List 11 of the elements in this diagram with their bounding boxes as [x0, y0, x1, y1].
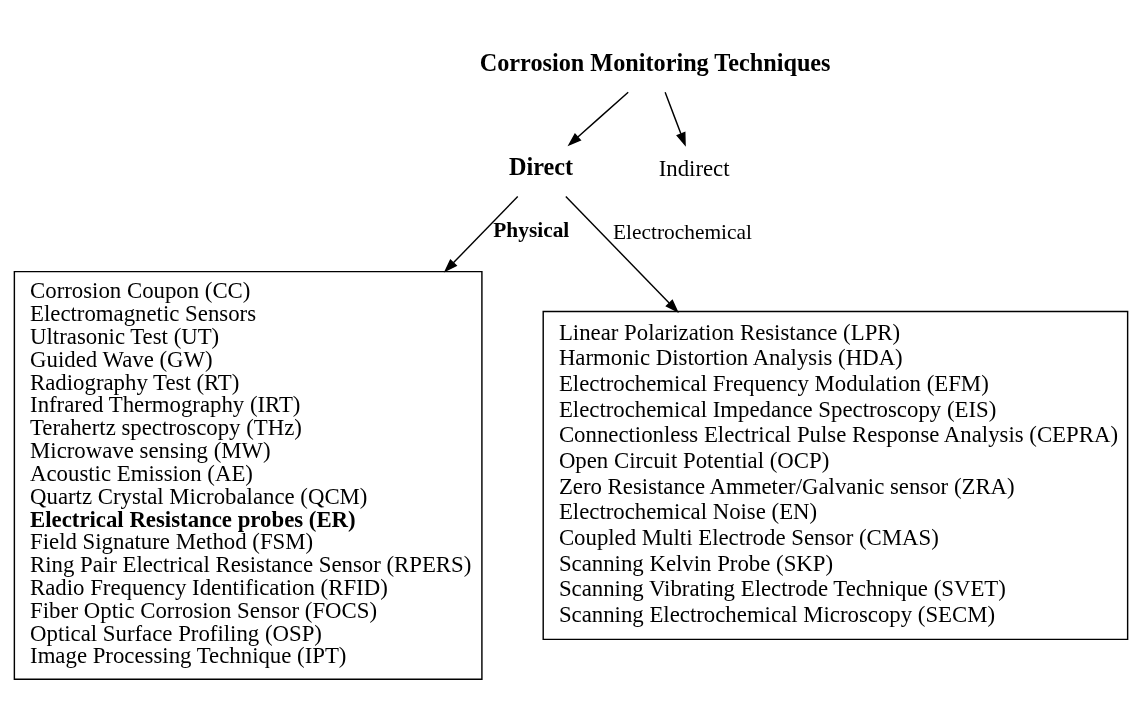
node-text: Corrosion Monitoring Techniques [479, 48, 831, 76]
arrow [565, 195, 679, 313]
arrow [664, 91, 686, 147]
edge-label: Electrochemical [613, 219, 752, 244]
node-text: Direct [508, 152, 574, 180]
node-box: Linear Polarization Resistance (LPR) Harmonic Distortion Analysis (HDA) Electrochemical Frequency Modulation (EFM) Electrochemical Impedance Spectroscopy (EIS) Connectionless Electrical Pulse Response Analysis (CEPRA) Open Circuit Potential (OCP) Zero Resistance Ammeter/Galvanic sensor (ZRA) Electrochemical Noise (EN) Coupled Multi Electrode Sensor (CMAS) Scanning Kelvin Probe (SKP) Scanning Vibrating Electrode Technique (SVET) Scanning Electrochemical Microscopy (SECM) [542, 310, 1129, 640]
arrow [567, 91, 629, 146]
node-text: Indirect [658, 155, 730, 181]
arrow [443, 195, 519, 273]
node-box: Corrosion Coupon (CC) Electromagnetic Sensors Ultrasonic Test (UT) Guided Wave (GW) Radiography Test (RT) Infrared Thermography (IRT) Terahertz spectroscopy (THz) Microwave sensing (MW) Acoustic Emission (AE) Quartz Crystal Microbalance (QCM) Electrical Resistance probes (ER) Field Signature Method (FSM) Ring Pair Electrical Resistance Sensor (RPERS) Radio Frequency Identification (RFID) Fiber Optic Corrosion Sensor (FOCS) Optical Surface Profiling (OSP) Image Processing Technique (IPT) [13, 270, 483, 680]
edge-label: Physical [493, 217, 570, 242]
